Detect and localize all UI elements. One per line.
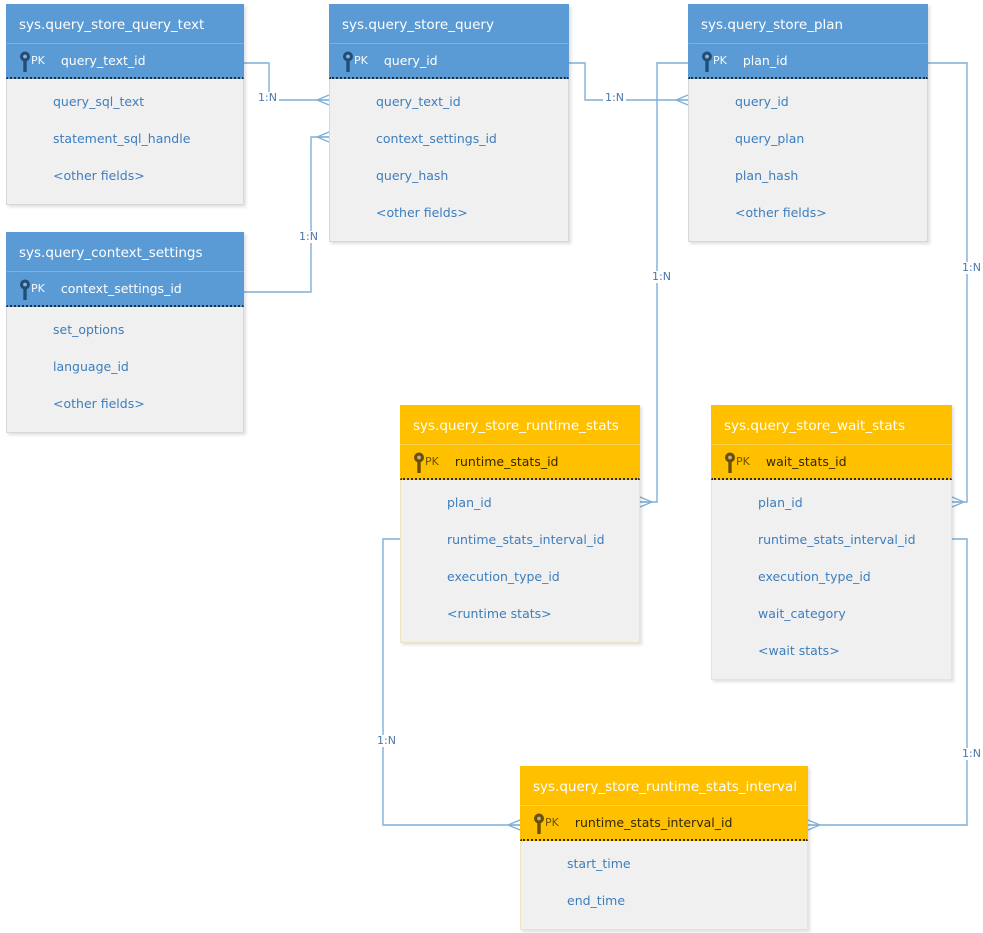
field-row[interactable]: context_settings_id [376,131,497,146]
entity-title-plan: sys.query_store_plan [688,4,928,44]
field-row[interactable]: query_plan [735,131,805,146]
pk-field-name: runtime_stats_interval_id [574,815,733,830]
pk-badge: PK [31,54,45,67]
primary-key-icon [414,452,424,473]
field-row[interactable]: statement_sql_handle [53,131,191,146]
primary-key-icon [702,51,712,72]
entity-pk-row-query[interactable]: PK query_id [329,44,569,79]
entity-fields-runtime_stats: plan_id runtime_stats_interval_id executio… [400,480,640,643]
field-row[interactable]: execution_type_id [758,569,871,584]
primary-key-icon [20,279,30,300]
pk-badge: PK [736,455,750,468]
cardinality-label-rel-interval-wait: 1:N [960,747,983,760]
cardinality-label-rel-plan-runtime: 1:N [650,270,673,283]
field-row[interactable]: runtime_stats_interval_id [447,532,605,547]
field-row[interactable]: query_sql_text [53,94,145,109]
connector-query-to-plan [569,62,688,100]
pk-badge: PK [31,282,45,295]
field-row[interactable]: <other fields> [376,205,468,220]
entity-fields-query: query_text_id context_settings_id query_ha… [329,79,569,242]
entity-fields-query_text: query_sql_text statement_sql_handle <other… [6,79,244,205]
field-row[interactable]: plan_id [447,495,492,510]
primary-key-icon [725,452,735,473]
entity-pk-row-plan[interactable]: PK plan_id [688,44,928,79]
entity-fields-interval: start_time end_time [520,841,808,930]
entity-pk-row-wait_stats[interactable]: PK wait_stats_id [711,445,952,480]
field-row[interactable]: <other fields> [53,396,145,411]
field-row[interactable]: set_options [53,322,125,337]
field-row[interactable]: start_time [567,856,631,871]
pk-field-name: query_id [383,53,438,68]
field-row[interactable]: query_id [735,94,789,109]
pk-badge: PK [545,816,559,829]
primary-key-icon [534,813,544,834]
primary-key-icon [343,51,353,72]
cardinality-label-rel-ctx-query: 1:N [297,230,320,243]
cardinality-label-rel-plan-wait: 1:N [960,261,983,274]
cardinality-label-rel-query-plan: 1:N [603,91,626,104]
entity-fields-plan: query_id query_plan plan_hash <other fields… [688,79,928,242]
entity-pk-row-interval[interactable]: PK runtime_stats_interval_id [520,806,808,841]
field-row[interactable]: plan_id [758,495,803,510]
field-row[interactable]: execution_type_id [447,569,560,584]
entity-pk-row-context_settings[interactable]: PK context_settings_id [6,272,244,307]
field-row[interactable]: <wait stats> [758,643,840,658]
entity-fields-context_settings: set_options language_id <other fields> [6,307,244,433]
pk-field-name: query_text_id [60,53,146,68]
field-row[interactable]: language_id [53,359,129,374]
field-row[interactable]: plan_hash [735,168,799,183]
entity-title-query_text: sys.query_store_query_text [6,4,244,44]
pk-field-name: wait_stats_id [765,454,847,469]
field-row[interactable]: query_text_id [376,94,461,109]
entity-pk-row-query_text[interactable]: PK query_text_id [6,44,244,79]
entity-title-interval: sys.query_store_runtime_stats_interval [520,766,808,806]
field-row[interactable]: runtime_stats_interval_id [758,532,916,547]
field-row[interactable]: <runtime stats> [447,606,552,621]
entity-title-wait_stats: sys.query_store_wait_stats [711,405,952,445]
connector-ctx-to-query [244,137,329,293]
cardinality-label-rel-interval-runtime: 1:N [375,734,398,747]
pk-badge: PK [713,54,727,67]
entity-title-context_settings: sys.query_context_settings [6,232,244,272]
entity-fields-wait_stats: plan_id runtime_stats_interval_id executio… [711,480,952,680]
pk-field-name: runtime_stats_id [454,454,559,469]
field-row[interactable]: <other fields> [735,205,827,220]
field-row[interactable]: wait_category [758,606,846,621]
pk-field-name: context_settings_id [60,281,182,296]
field-row[interactable]: query_hash [376,168,449,183]
cardinality-label-rel-text-query: 1:N [256,91,279,104]
field-row[interactable]: end_time [567,893,626,908]
entity-title-runtime_stats: sys.query_store_runtime_stats [400,405,640,445]
pk-field-name: plan_id [742,53,788,68]
pk-badge: PK [425,455,439,468]
entity-pk-row-runtime_stats[interactable]: PK runtime_stats_id [400,445,640,480]
entity-title-query: sys.query_store_query [329,4,569,44]
primary-key-icon [20,51,30,72]
pk-badge: PK [354,54,368,67]
field-row[interactable]: <other fields> [53,168,145,183]
